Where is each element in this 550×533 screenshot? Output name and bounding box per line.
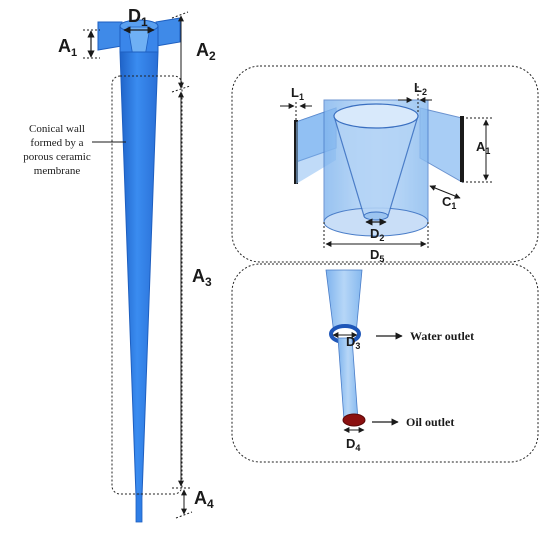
main-hydrocyclone bbox=[97, 17, 181, 523]
dimension-c1 bbox=[429, 185, 461, 199]
inlet-wing-right bbox=[155, 17, 181, 47]
detail-head bbox=[294, 99, 464, 237]
detail-head-frame bbox=[231, 65, 539, 263]
underflow-tail bbox=[135, 493, 143, 523]
label-a3: A3 bbox=[192, 266, 212, 289]
label-d5: D5 bbox=[370, 247, 384, 264]
label-a1: A1 bbox=[58, 36, 77, 59]
inlet-wing-left bbox=[97, 21, 123, 51]
oil-outlet-label: Oil outlet bbox=[406, 415, 454, 429]
oil-outlet-disc bbox=[342, 413, 366, 427]
label-a4: A4 bbox=[194, 488, 214, 511]
label-a2: A2 bbox=[196, 40, 216, 63]
label-d3: D3 bbox=[346, 334, 360, 351]
svg-text:formed by a: formed by a bbox=[30, 137, 83, 149]
detail-outlets bbox=[325, 269, 403, 433]
label-d2: D2 bbox=[370, 226, 384, 243]
conical-wall-annotation: Conical wall formed by a porous ceramic … bbox=[23, 123, 126, 177]
dimension-a1 bbox=[83, 29, 100, 59]
svg-text:membrane: membrane bbox=[34, 165, 81, 177]
label-a1-detail: A1 bbox=[476, 139, 490, 156]
water-outlet-label: Water outlet bbox=[410, 329, 474, 343]
detail-vortex-top bbox=[333, 103, 419, 129]
detail-outlets-frame bbox=[231, 263, 539, 463]
dimension-a2 bbox=[171, 11, 191, 93]
label-d4: D4 bbox=[346, 436, 360, 453]
dimension-a1-detail bbox=[462, 117, 492, 183]
svg-text:porous ceramic: porous ceramic bbox=[23, 151, 91, 163]
label-l1: L1 bbox=[291, 85, 304, 102]
conical-section bbox=[119, 51, 159, 497]
label-c1: C1 bbox=[442, 194, 456, 211]
dimension-l1 bbox=[280, 102, 312, 120]
dimension-l2 bbox=[398, 86, 432, 112]
label-d1: D1 bbox=[128, 6, 148, 29]
dimension-d5 bbox=[323, 222, 429, 250]
label-l2: L2 bbox=[414, 80, 427, 97]
membrane-section-frame bbox=[111, 75, 183, 495]
dimension-a3 bbox=[172, 91, 190, 489]
dimension-a4 bbox=[175, 489, 193, 519]
svg-text:Conical wall: Conical wall bbox=[29, 123, 85, 135]
